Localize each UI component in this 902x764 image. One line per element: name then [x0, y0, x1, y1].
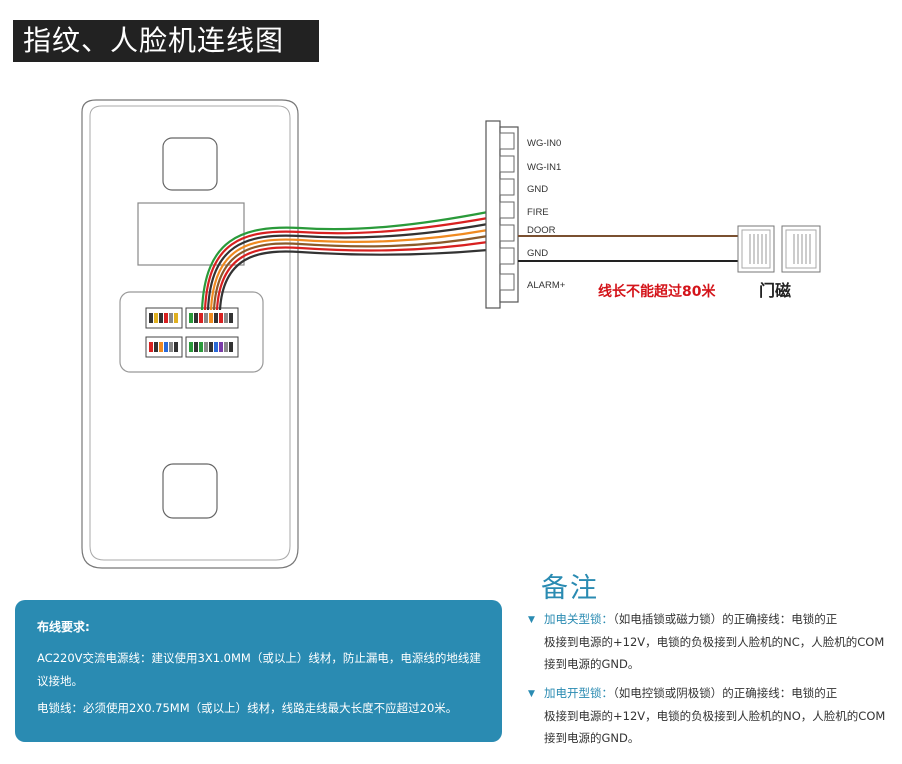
- note-keyword: 加电开型锁：: [544, 686, 613, 700]
- terminal-label-gnd-2: GND: [527, 248, 548, 259]
- face-terminal-device: [81, 99, 299, 569]
- connector-block: [185, 307, 239, 329]
- connector-blocks: [145, 307, 239, 358]
- door-magnet-icon: [737, 225, 821, 273]
- terminal-label-fire: FIRE: [527, 207, 549, 218]
- wiring-requirements-box: 布线要求: AC220V交流电源线：建议使用3X1.0MM（或以上）线材，防止漏…: [15, 600, 502, 742]
- terminal-label-gnd: GND: [527, 184, 548, 195]
- wire-bundle: [200, 210, 489, 311]
- note-text-tail: 极接到电源的+12V，电锁的负极接到人脸机的NO，人脸机的COM接到电源的GND…: [544, 709, 886, 745]
- notes-title: 备注: [541, 573, 599, 604]
- connector-panel: [119, 291, 264, 373]
- door-magnet-label: 门磁: [759, 281, 791, 300]
- note-item: ▼ 加电开型锁：（如电控锁或阴极锁）的正确接线：电锁的正 极接到电源的+12V，电…: [528, 682, 893, 749]
- connector-block: [145, 336, 183, 358]
- top-button: [162, 137, 218, 191]
- screen-window: [137, 202, 245, 266]
- triangle-bullet-icon: ▼: [528, 615, 535, 625]
- note-text-head: （如电插锁或磁力锁）的正确接线：电锁的正: [613, 612, 838, 626]
- terminal-label-wg-in1: WG-IN1: [527, 162, 561, 173]
- connector-block: [185, 336, 239, 358]
- note-text-tail: 极接到电源的+12V，电锁的负极接到人脸机的NC，人脸机的COM接到电源的GND…: [544, 635, 885, 671]
- note-text-head: （如电控锁或阴极锁）的正确接线：电锁的正: [613, 686, 838, 700]
- terminal-label-wg-in0: WG-IN0: [527, 138, 561, 149]
- bottom-button: [162, 463, 218, 519]
- terminal-strip: [485, 120, 519, 309]
- terminal-label-door: DOOR: [527, 225, 556, 236]
- triangle-bullet-icon: ▼: [528, 689, 535, 699]
- power-line-requirement: AC220V交流电源线：建议使用3X1.0MM（或以上）线材，防止漏电，电源线的…: [37, 651, 481, 688]
- page-title: 指纹、人脸机连线图: [13, 20, 319, 62]
- wire-length-note: 线长不能超过80米: [598, 283, 716, 300]
- note-keyword: 加电关型锁：: [544, 612, 613, 626]
- lock-line-requirement: 电锁线：必须使用2X0.75MM（或以上）线材，线路走线最大长度不应超过20米。: [37, 701, 458, 715]
- requirements-title: 布线要求:: [37, 620, 90, 634]
- door-magnet-wires: [518, 235, 738, 262]
- note-item: ▼ 加电关型锁：（如电插锁或磁力锁）的正确接线：电锁的正 极接到电源的+12V，电…: [528, 608, 893, 675]
- terminal-label-alarm: ALARM+: [527, 280, 566, 291]
- connector-block: [145, 307, 183, 329]
